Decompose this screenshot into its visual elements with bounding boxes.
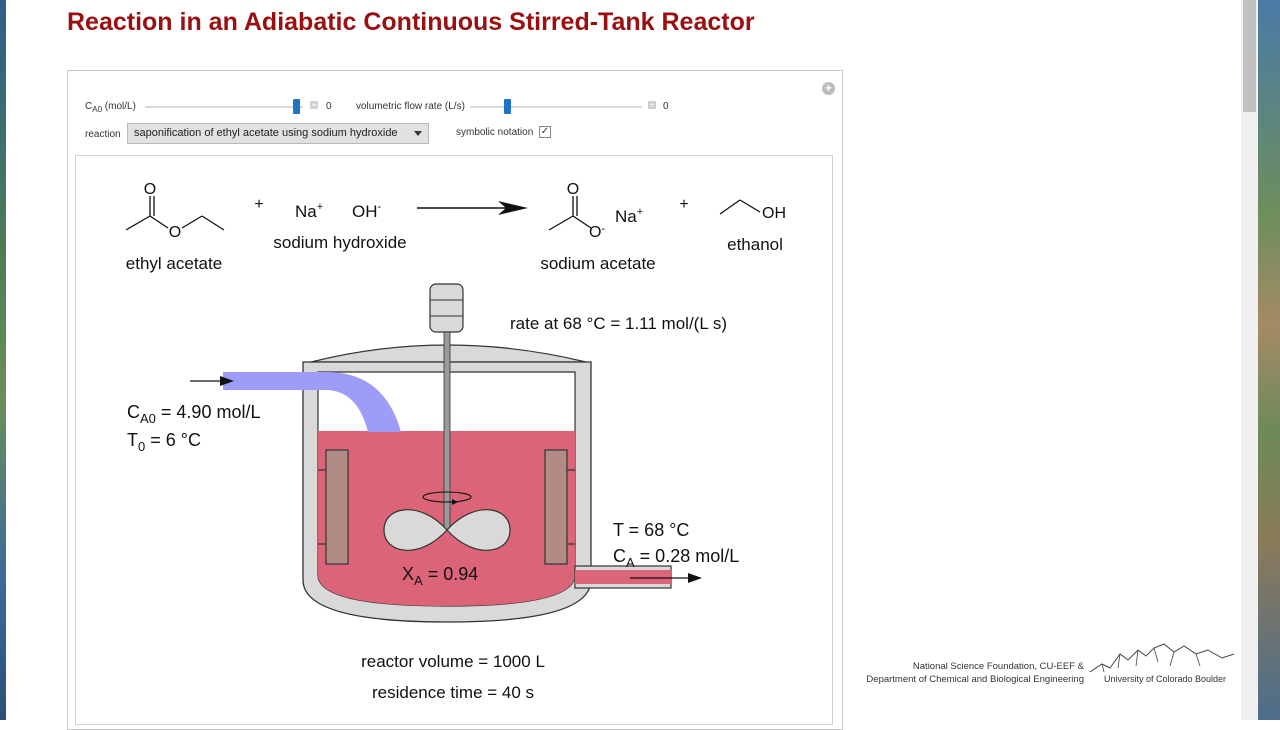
baffle-left <box>325 449 349 565</box>
inlet-arrow-head <box>220 376 234 386</box>
flow-slider-value: 0 <box>663 101 669 112</box>
product-sodium-acetate-label: sodium acetate <box>540 254 655 273</box>
credits-line-2: Department of Chemical and Biological En… <box>866 674 1084 685</box>
symbolic-notation-label: symbolic notation <box>456 127 534 138</box>
flow-slider-track[interactable] <box>470 106 642 108</box>
outlet-concentration-label: CA = 0.28 mol/L <box>613 546 739 570</box>
reaction-rate-text: rate at 68 °C = 1.11 mol/(L s) <box>510 314 727 333</box>
conversion-subscript: A <box>414 573 423 588</box>
credits-line-1: National Science Foundation, CU-EEF & <box>912 661 1084 672</box>
impeller <box>383 509 511 551</box>
ca0-label-units: (mol/L) <box>102 101 136 112</box>
outlet-stream <box>575 570 671 584</box>
stirrer-shaft <box>443 331 451 531</box>
ca0-slider-label: CA0 (mol/L) <box>85 101 136 114</box>
options-plus-icon[interactable]: + <box>822 82 835 95</box>
rotation-indicator <box>422 491 472 503</box>
reaction-label: reaction <box>85 129 121 140</box>
inlet-temperature-subscript: 0 <box>138 439 145 454</box>
plus-sign-2: + <box>679 196 688 213</box>
sodium-acetate-anion-o: O- <box>589 223 605 241</box>
outlet-concentration-subscript: A <box>626 555 635 570</box>
ca0-slider-track[interactable] <box>145 106 303 108</box>
chevron-down-icon <box>414 131 422 136</box>
residence-time-text: residence time = 40 s <box>372 683 534 702</box>
ca0-label-subscript: A0 <box>92 105 103 114</box>
sodium-acetate-counterion-symbol: Na <box>615 207 637 226</box>
conversion-symbol: X <box>402 564 414 584</box>
inlet-temperature-label: T0 = 6 °C <box>127 430 201 454</box>
sodium-acetate-anion-charge: - <box>601 223 605 235</box>
outlet-concentration-symbol: C <box>613 546 626 566</box>
sodium-acetate-counterion-charge: + <box>637 206 643 218</box>
inlet-temperature-value: = 6 °C <box>145 430 201 450</box>
flow-expand-button[interactable]: + <box>648 100 656 110</box>
reactant-sodium-hydroxide-label: sodium hydroxide <box>273 233 406 252</box>
product-ethanol-label: ethanol <box>727 235 783 254</box>
ca0-slider-thumb[interactable] <box>293 99 300 114</box>
conversion-label: XA = 0.94 <box>402 564 478 588</box>
credits-text: National Science Foundation, CU-EEF & De… <box>852 660 1084 686</box>
inlet-concentration-subscript: A0 <box>140 411 156 426</box>
hydroxide-ion-symbol: OH <box>352 202 378 221</box>
inlet-stream <box>223 372 401 432</box>
sodium-acetate-structure <box>548 196 592 231</box>
outlet-concentration-value: = 0.28 mol/L <box>635 546 740 566</box>
reactor-volume-text: reactor volume = 1000 L <box>361 652 545 671</box>
stirrer-motor <box>429 283 464 333</box>
rotation-arrow-head <box>452 499 458 505</box>
university-name: University of Colorado Boulder <box>1104 674 1227 684</box>
baffle-right <box>544 449 568 565</box>
sodium-ion-symbol: Na <box>295 202 317 221</box>
hydroxide-ion: OH- <box>352 201 382 221</box>
outlet-arrow-head <box>688 573 702 583</box>
vertical-scrollbar[interactable] <box>1241 0 1258 720</box>
ethyl-acetate-ester-o: O <box>169 224 181 241</box>
reaction-selected-value: saponification of ethyl acetate using so… <box>134 127 398 139</box>
page-title: Reaction in an Adiabatic Continuous Stir… <box>67 8 755 36</box>
flow-slider-thumb[interactable] <box>504 99 511 114</box>
ethanol-structure <box>719 199 761 215</box>
ca0-expand-button[interactable]: + <box>310 100 318 110</box>
flow-slider-label: volumetric flow rate (L/s) <box>356 101 465 112</box>
ca0-slider-value: 0 <box>326 101 332 112</box>
sodium-acetate-carbonyl-o: O <box>567 181 579 198</box>
sodium-ion: Na+ <box>295 201 323 221</box>
hydroxide-ion-charge: - <box>378 201 382 213</box>
ethyl-acetate-carbonyl-o: O <box>144 181 156 198</box>
inlet-concentration-value: = 4.90 mol/L <box>156 402 261 422</box>
ethanol-hydroxyl: OH <box>762 205 786 222</box>
desktop-background-left <box>0 0 6 720</box>
reactant-ethyl-acetate-label: ethyl acetate <box>126 254 222 273</box>
ethyl-acetate-structure <box>125 196 225 231</box>
sodium-ion-charge: + <box>317 201 323 213</box>
inlet-concentration-symbol: C <box>127 402 140 422</box>
conversion-value: = 0.94 <box>423 564 479 584</box>
ca0-label-symbol: C <box>85 101 93 112</box>
inlet-concentration-label: CA0 = 4.90 mol/L <box>127 402 260 426</box>
inlet-temperature-symbol: T <box>127 430 138 450</box>
symbolic-notation-checkbox[interactable]: ✓ <box>539 126 551 138</box>
reaction-arrow-head <box>498 201 528 215</box>
outlet-temperature-label: T = 68 °C <box>613 520 689 540</box>
reaction-dropdown[interactable]: saponification of ethyl acetate using so… <box>127 123 429 144</box>
sodium-acetate-anion-symbol: O <box>589 224 601 241</box>
desktop-background-right <box>1258 0 1280 720</box>
plus-sign-1: + <box>254 196 263 213</box>
sodium-acetate-counterion: Na+ <box>615 206 643 226</box>
cu-boulder-mountain-logo <box>1089 643 1235 673</box>
scrollbar-thumb[interactable] <box>1243 0 1256 112</box>
